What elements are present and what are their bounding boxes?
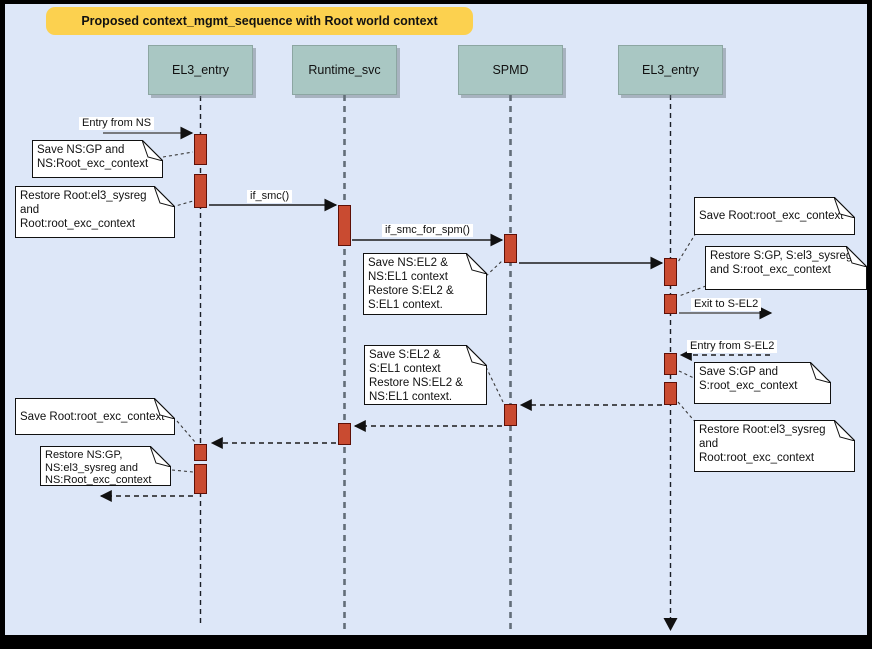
folded-corner-icon (466, 253, 487, 274)
folded-corner-icon (834, 197, 855, 218)
activation-bar (338, 423, 351, 445)
activation-bar (664, 294, 677, 314)
lifeline-head-runtime-svc: Runtime_svc (292, 45, 397, 95)
note-text: Restore Root:el3_sysreg and Root:root_ex… (699, 424, 826, 464)
note-save-s-gp: Save S:GP and S:root_exc_context (694, 362, 831, 404)
diagram-canvas (5, 4, 867, 635)
note-save-root-exc-left: Save Root:root_exc_context (15, 398, 175, 435)
lifeline-label: EL3_entry (172, 63, 229, 77)
lifeline-head-el3-entry-left: EL3_entry (148, 45, 253, 95)
note-save-ns-gp: Save NS:GP and NS:Root_exc_context (32, 140, 163, 178)
folded-corner-icon (154, 186, 175, 207)
lifeline-head-el3-entry-right: EL3_entry (618, 45, 723, 95)
lifeline-label: EL3_entry (642, 63, 699, 77)
activation-bar (504, 404, 517, 426)
folded-corner-icon (846, 246, 867, 267)
activation-bar (664, 382, 677, 405)
activation-bar (194, 174, 207, 208)
note-text: Save NS:EL2 & NS:EL1 context Restore S:E… (368, 257, 454, 311)
folded-corner-icon (150, 446, 171, 467)
folded-corner-icon (834, 420, 855, 441)
note-restore-ns-gp: Restore NS:GP, NS:el3_sysreg and NS:Root… (40, 446, 171, 486)
note-save-root-exc-right: Save Root:root_exc_context (694, 197, 855, 235)
activation-bar (194, 464, 207, 494)
activation-bar (504, 234, 517, 263)
message-label-entry-from-sel2: Entry from S-EL2 (687, 340, 778, 353)
lifeline-label: SPMD (492, 63, 529, 77)
folded-corner-icon (154, 398, 175, 419)
note-text: Restore NS:GP, NS:el3_sysreg and NS:Root… (45, 449, 152, 486)
note-save-ns-el2: Save NS:EL2 & NS:EL1 context Restore S:E… (363, 253, 487, 315)
message-label-entry-from-ns: Entry from NS (79, 117, 155, 130)
lifeline-head-spmd: SPMD (458, 45, 563, 95)
folded-corner-icon (810, 362, 831, 383)
message-label-if-smc-for-spm: if_smc_for_spm() (382, 224, 473, 237)
activation-bar (194, 134, 207, 165)
lifeline-label: Runtime_svc (308, 63, 381, 77)
note-text: Save S:EL2 & S:EL1 context Restore NS:EL… (369, 349, 463, 403)
note-text: Restore S:GP, S:el3_sysreg and S:root_ex… (710, 250, 853, 276)
note-text: Restore Root:el3_sysreg and Root:root_ex… (20, 190, 147, 230)
message-label-exit-to-sel2: Exit to S-EL2 (691, 298, 762, 311)
folded-corner-icon (466, 345, 487, 366)
folded-corner-icon (142, 140, 163, 161)
note-restore-root-sysreg-top: Restore Root:el3_sysreg and Root:root_ex… (15, 186, 175, 238)
activation-bar (338, 205, 351, 246)
note-text: Save Root:root_exc_context (699, 210, 844, 222)
message-label-if-smc: if_smc() (247, 190, 293, 203)
activation-bar (194, 444, 207, 461)
note-save-s-el2: Save S:EL2 & S:EL1 context Restore NS:EL… (364, 345, 487, 405)
note-text: Save NS:GP and NS:Root_exc_context (37, 144, 149, 170)
note-restore-s-gp: Restore S:GP, S:el3_sysreg and S:root_ex… (705, 246, 867, 290)
note-text: Save S:GP and S:root_exc_context (699, 366, 798, 392)
note-restore-root-sysreg-right: Restore Root:el3_sysreg and Root:root_ex… (694, 420, 855, 472)
activation-bar (664, 353, 677, 375)
activation-bar (664, 258, 677, 286)
note-text: Save Root:root_exc_context (20, 410, 165, 423)
diagram-title: Proposed context_mgmt_sequence with Root… (46, 7, 473, 35)
